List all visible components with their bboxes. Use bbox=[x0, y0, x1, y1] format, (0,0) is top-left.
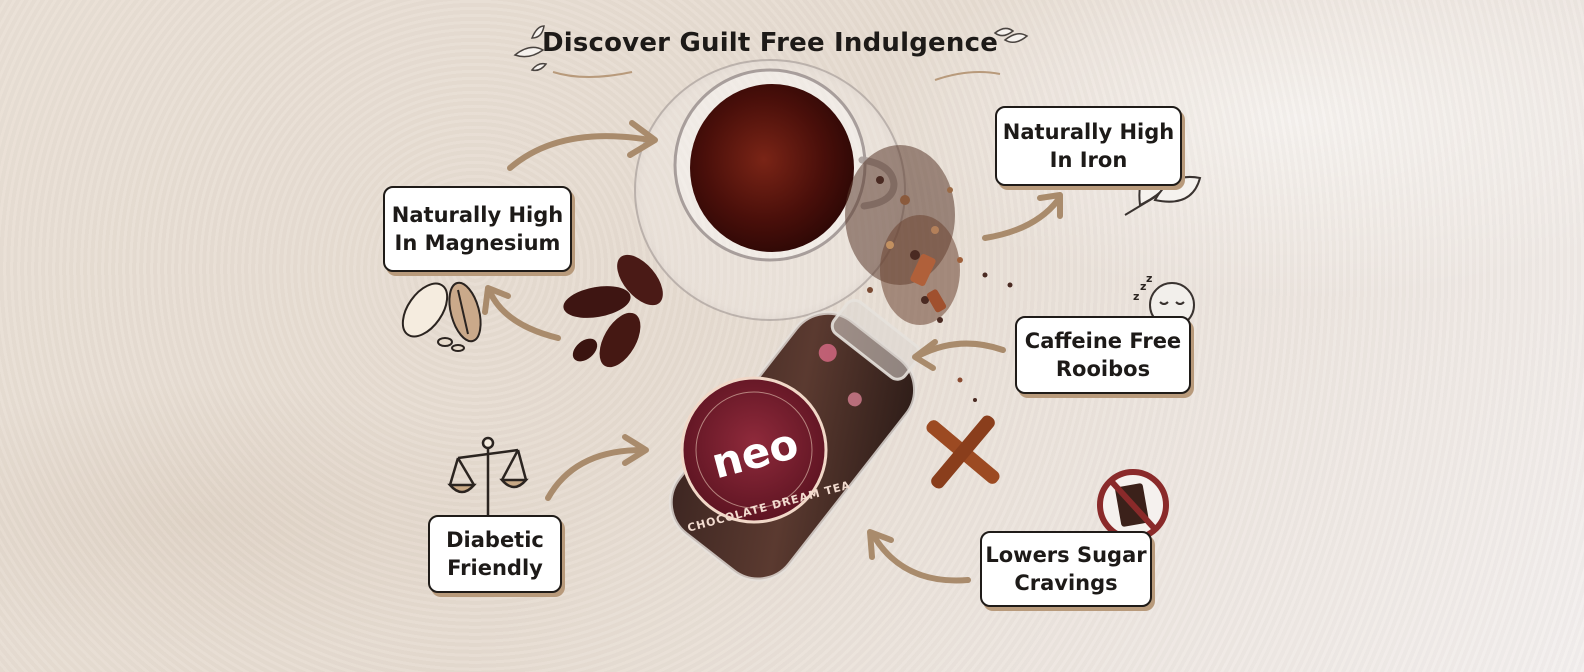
svg-text:z: z bbox=[1133, 290, 1139, 303]
label-caffeine: Caffeine Free Rooibos bbox=[1015, 316, 1191, 394]
label-caffeine-line2: Rooibos bbox=[1055, 357, 1151, 381]
label-iron-line2: In Iron bbox=[1049, 148, 1128, 172]
arrow-to-iron bbox=[982, 197, 1061, 241]
label-magnesium: Naturally High In Magnesium bbox=[383, 186, 572, 272]
label-diabetic-line2: Friendly bbox=[447, 556, 543, 580]
page-title: Discover Guilt Free Indulgence bbox=[541, 28, 999, 58]
cinnamon-sticks bbox=[926, 415, 1000, 489]
label-sugar-line1: Lowers Sugar bbox=[985, 543, 1147, 567]
arrows bbox=[482, 120, 1063, 584]
tea-liquid bbox=[690, 84, 854, 252]
svg-text:z: z bbox=[1146, 272, 1152, 285]
label-caffeine-line1: Caffeine Free bbox=[1024, 329, 1182, 353]
arrow-to-leaves bbox=[917, 340, 1006, 358]
label-sugar-line2: Cravings bbox=[1014, 571, 1118, 595]
jar-brand: neo bbox=[706, 418, 803, 488]
label-sugar: Lowers Sugar Cravings bbox=[980, 531, 1152, 607]
no-chocolate-icon bbox=[1097, 469, 1169, 541]
label-diabetic-line1: Diabetic bbox=[446, 528, 544, 552]
jar-label bbox=[680, 376, 828, 524]
label-iron-line1: Naturally High bbox=[1002, 120, 1175, 144]
label-magnesium-line2: In Magnesium bbox=[394, 231, 561, 255]
arrow-from-sugar bbox=[872, 535, 971, 584]
cocoa-beans bbox=[563, 254, 663, 368]
arrow-to-jar bbox=[545, 447, 645, 501]
label-iron: Naturally High In Iron bbox=[995, 106, 1182, 186]
loose-tea-leaves bbox=[845, 145, 1013, 402]
arrow-to-cocoa-icon bbox=[487, 289, 561, 341]
label-diabetic: Diabetic Friendly bbox=[428, 515, 562, 593]
arrow-to-cup bbox=[507, 133, 653, 171]
leaf-sprig-icon bbox=[513, 25, 1029, 72]
label-magnesium-line1: Naturally High bbox=[391, 203, 564, 227]
svg-text:z: z bbox=[1140, 280, 1146, 293]
cocoa-pod-icon bbox=[401, 281, 482, 352]
jar-product-name: CHOCOLATE DREAM TEA bbox=[686, 478, 852, 534]
